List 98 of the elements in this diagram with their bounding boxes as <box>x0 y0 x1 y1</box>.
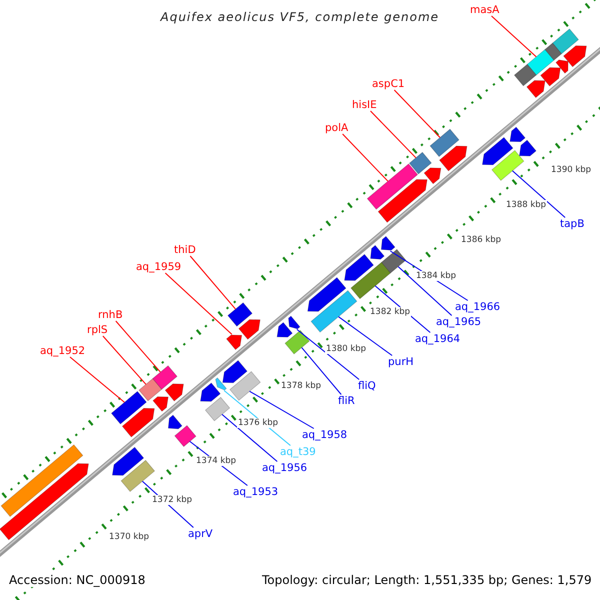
gene-box <box>544 42 562 61</box>
gene-box <box>366 163 418 210</box>
gene-label: hisIE <box>352 100 377 110</box>
gene-box <box>552 28 579 54</box>
gene-block <box>112 446 144 476</box>
gene-block <box>510 126 526 142</box>
gene-block <box>152 396 169 412</box>
scale-label: 1376 kbp <box>237 418 280 428</box>
gene-box <box>229 371 261 401</box>
scale-label: 1388 kbp <box>505 200 548 210</box>
gene-block <box>378 179 428 223</box>
scale-label: 1372 kbp <box>151 494 194 505</box>
gene-block <box>344 254 374 281</box>
gene-block <box>226 334 242 350</box>
leader-line <box>222 414 278 462</box>
leader-line <box>164 272 232 335</box>
gene-box <box>227 302 253 327</box>
gene-block <box>222 360 248 384</box>
leader-line <box>70 356 125 403</box>
gene-block <box>288 316 300 330</box>
gene-block <box>482 137 514 166</box>
leader-line <box>115 320 161 373</box>
gene-block <box>519 140 537 156</box>
gene-label: thiD <box>174 244 196 255</box>
gene-label: aspC1 <box>372 78 405 89</box>
gene-block <box>200 382 221 402</box>
leader-line <box>398 266 452 316</box>
gene-label: rplS <box>87 324 108 335</box>
gene-block <box>370 244 385 260</box>
scale-label: 1374 kbp <box>195 456 238 466</box>
gene-label: fliQ <box>358 380 376 391</box>
scale-label: 1382 kbp <box>369 306 412 317</box>
gene-block <box>380 236 396 251</box>
gene-box <box>381 249 406 274</box>
gene-box <box>408 152 432 174</box>
footer-text: Topology: circular; Length: 1,551,335 bp; Genes: 1,579 <box>262 573 592 587</box>
gene-label: tapB <box>560 218 584 229</box>
gene-label: aq_1956 <box>262 462 308 473</box>
leader-line <box>190 256 236 310</box>
gene-label: aprV <box>188 528 213 539</box>
gene-label: aq_1953 <box>233 486 278 497</box>
gene-label: aq_1966 <box>455 302 500 312</box>
gene-box <box>350 262 391 300</box>
gene-box <box>204 396 230 422</box>
gene-block <box>215 377 227 390</box>
gene-box <box>284 330 310 354</box>
gene-block <box>307 277 346 312</box>
scale-label: 1380 kbp <box>325 344 368 354</box>
gene-label: aq_t39 <box>280 446 316 457</box>
gene-label: aq_1964 <box>415 334 460 344</box>
gene-block <box>540 67 561 86</box>
gene-box <box>0 444 84 517</box>
gene-block <box>168 414 182 430</box>
gene-label: aq_1965 <box>436 316 482 327</box>
leader-line <box>102 336 146 385</box>
leader-line <box>394 90 440 138</box>
leader-line <box>342 134 388 182</box>
leader-line <box>249 390 314 429</box>
gene-label: aq_1958 <box>302 430 348 440</box>
gene-box <box>138 378 162 402</box>
gene-label: masA <box>470 4 500 15</box>
leader-line <box>370 110 416 158</box>
gene-box <box>110 390 147 424</box>
gene-block <box>424 168 442 184</box>
leader-line <box>301 347 342 395</box>
gene-block <box>0 463 89 540</box>
gene-box <box>310 290 358 333</box>
leader-line <box>338 316 393 356</box>
title: Aquifex aeolicus VF5, complete genome <box>160 11 440 23</box>
gene-box <box>526 49 554 76</box>
scale-label: 1390 kbp <box>550 164 592 175</box>
gene-block <box>276 322 293 338</box>
scale-label: 1384 kbp <box>415 270 458 281</box>
gene-box <box>430 128 460 158</box>
leader-line <box>512 170 566 218</box>
gene-label: aq_1959 <box>136 262 182 272</box>
scale-label: 1386 kbp <box>460 234 502 245</box>
gene-box <box>514 64 537 86</box>
gene-label: aq_1952 <box>40 346 86 356</box>
gene-block <box>439 146 468 172</box>
gene-box <box>491 150 524 181</box>
gene-label: rnhB <box>98 310 123 320</box>
gene-box <box>152 365 178 390</box>
gene-block <box>563 45 587 68</box>
scale-label: 1370 kbp <box>108 532 150 542</box>
gene-box <box>120 460 156 492</box>
gene-box <box>174 425 196 447</box>
gene-label: purH <box>388 356 414 367</box>
leader-line <box>491 16 537 58</box>
gene-label: fliR <box>338 396 355 406</box>
gene-block <box>164 384 184 402</box>
gene-block <box>122 408 155 438</box>
gene-block <box>238 319 260 340</box>
leader-line <box>296 328 360 380</box>
footer-text: Accession: NC_000918 <box>9 573 146 587</box>
gene-label: polA <box>325 122 348 133</box>
gene-block <box>526 80 546 98</box>
scale-label: 1378 kbp <box>280 380 322 391</box>
